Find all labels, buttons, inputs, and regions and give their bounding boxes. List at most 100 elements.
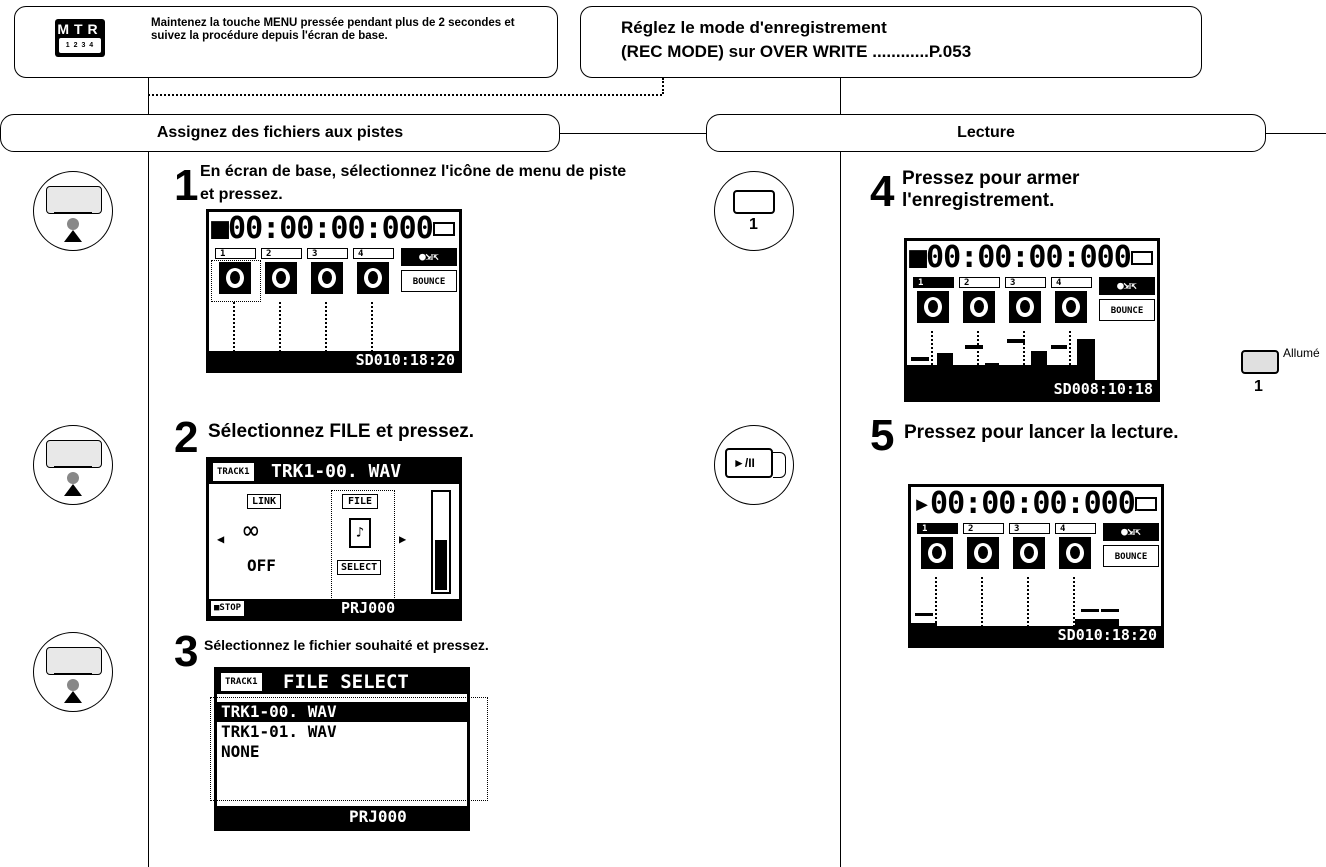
battery-icon bbox=[1135, 497, 1157, 511]
status-bar bbox=[209, 599, 459, 618]
file-select-title: FILE SELECT bbox=[283, 671, 409, 693]
menu-note-box: MTR 1 2 3 4 Maintenez la touche MENU pre… bbox=[14, 6, 558, 78]
rotary-dial-push-icon bbox=[33, 171, 113, 251]
step-text-1: En écran de base, sélectionnez l'icône d… bbox=[200, 163, 627, 203]
status-bar bbox=[217, 806, 467, 828]
track-2: 2 bbox=[963, 523, 1004, 573]
meter-bar bbox=[1007, 339, 1025, 343]
meter-bar bbox=[915, 613, 933, 616]
list-selection-box bbox=[210, 697, 488, 801]
rotary-dial-push-icon bbox=[33, 425, 113, 505]
meter bbox=[1073, 577, 1075, 627]
lit-key-icon bbox=[1241, 350, 1279, 374]
track-2: 2 bbox=[261, 248, 302, 298]
knob-icon bbox=[265, 262, 297, 294]
meter-bar bbox=[965, 345, 983, 349]
mtr-digits: 1 2 3 4 bbox=[59, 38, 101, 53]
list-item: TRK1-01. WAV bbox=[221, 722, 337, 741]
knob-icon bbox=[1059, 537, 1091, 569]
meter-base bbox=[1075, 619, 1119, 629]
stop-label: ■STOP bbox=[211, 601, 245, 616]
step-text-5: Pressez pour lancer la lecture. bbox=[904, 422, 1179, 443]
meter bbox=[279, 302, 281, 352]
track-number: 3 bbox=[307, 248, 348, 259]
dial-dot bbox=[67, 679, 79, 691]
knob-icon bbox=[967, 537, 999, 569]
track-number: 3 bbox=[1009, 523, 1050, 534]
step-text-2: Sélectionnez FILE et pressez. bbox=[208, 421, 475, 442]
bounce-icon: ●⇲⇱ bbox=[401, 248, 457, 266]
knob-icon bbox=[921, 537, 953, 569]
section-title-playback: Lecture bbox=[706, 114, 1266, 152]
step-text-3: Sélectionnez le fichier souhaité et pres… bbox=[204, 637, 489, 653]
knob-icon bbox=[219, 262, 251, 294]
lcd-footer: SD008:10:18 bbox=[907, 380, 1157, 399]
select-label: SELECT bbox=[337, 560, 382, 575]
dotted-connector bbox=[148, 94, 662, 96]
divider-right-column bbox=[840, 152, 841, 867]
meter bbox=[325, 302, 327, 352]
arrow-left-icon: ◀ bbox=[217, 532, 225, 546]
dial-wheel bbox=[46, 647, 102, 675]
step-number-5: 5 bbox=[870, 411, 895, 460]
play-label: ►/II bbox=[733, 456, 755, 470]
meter bbox=[1069, 331, 1071, 381]
track-number: 1 bbox=[913, 277, 954, 288]
lcd-time: ■00:00:00:000 bbox=[909, 240, 1132, 275]
level-meter bbox=[431, 490, 451, 594]
rec-mode-line1: Réglez le mode d'enregistrement bbox=[621, 18, 887, 37]
bounce-block: ●⇲⇱ BOUNCE bbox=[1099, 277, 1155, 327]
keycap bbox=[733, 190, 775, 214]
lcd-time: ■00:00:00:000 bbox=[211, 211, 434, 246]
battery-icon bbox=[1131, 251, 1153, 265]
meter bbox=[931, 331, 933, 381]
track-2: 2 bbox=[959, 277, 1000, 327]
section-title-assign: Assignez des fichiers aux pistes bbox=[0, 114, 560, 152]
meter bbox=[1023, 331, 1025, 381]
project-name: PRJ000 bbox=[349, 807, 407, 826]
meter-bar bbox=[1051, 345, 1067, 349]
meter-bar bbox=[1081, 609, 1099, 612]
divider-left-column bbox=[148, 152, 149, 867]
lcd-time: ▸00:00:00:000 bbox=[913, 486, 1136, 521]
dial-dot bbox=[67, 218, 79, 230]
track-number: 1 bbox=[215, 248, 256, 259]
project-name: PRJ000 bbox=[341, 599, 396, 617]
list-item: NONE bbox=[221, 742, 260, 761]
lcd-screen-4: ■00:00:00:000 1 2 3 4 ●⇲⇱BOUNCE SD008:10… bbox=[904, 238, 1160, 402]
step-text-4: Pressez pour armer l'enregistrement. bbox=[902, 168, 1080, 211]
meter bbox=[371, 302, 373, 352]
press-lines-icon bbox=[773, 452, 786, 478]
rec-mode-note-box: Réglez le mode d'enregistrement (REC MOD… bbox=[580, 6, 1202, 78]
dial-dot bbox=[67, 472, 79, 484]
button-label: 1 bbox=[749, 216, 758, 233]
arrow-right-icon: ▶ bbox=[399, 532, 407, 546]
section-title-playback-text: Lecture bbox=[957, 124, 1015, 141]
knob-icon bbox=[963, 291, 995, 323]
bounce-block: ●⇲⇱BOUNCE bbox=[401, 248, 457, 298]
track-4: 4 bbox=[1055, 523, 1096, 573]
list-item: TRK1-00. WAV bbox=[217, 702, 467, 722]
lit-label: Allumé bbox=[1283, 346, 1320, 360]
meter bbox=[1027, 577, 1029, 627]
lcd-footer: SD010:18:20 bbox=[911, 626, 1161, 645]
track-number: 4 bbox=[1055, 523, 1096, 534]
dial-arrow bbox=[54, 212, 92, 214]
dial-push-arrow bbox=[64, 484, 82, 496]
lit-key-number: 1 bbox=[1254, 378, 1263, 395]
file-label: FILE bbox=[342, 494, 379, 509]
meter bbox=[233, 302, 235, 352]
track-number: 1 bbox=[917, 523, 958, 534]
knob-icon bbox=[1055, 291, 1087, 323]
bounce-label: BOUNCE bbox=[1099, 299, 1155, 321]
divider-top-left bbox=[148, 78, 149, 114]
lcd-screen-1: ■00:00:00:000 1 2 3 4 ●⇲⇱BOUNCE SD010:18… bbox=[206, 209, 462, 373]
track-number: 4 bbox=[1051, 277, 1092, 288]
level-fill bbox=[435, 540, 447, 590]
link-icon: ∞ bbox=[243, 516, 259, 546]
track-number: 2 bbox=[959, 277, 1000, 288]
mtr-mode-icon: MTR 1 2 3 4 bbox=[55, 19, 105, 57]
link-value: OFF bbox=[247, 556, 276, 575]
bounce-icon: ●⇲⇱ bbox=[1099, 277, 1155, 295]
step-number-2: 2 bbox=[174, 413, 199, 462]
